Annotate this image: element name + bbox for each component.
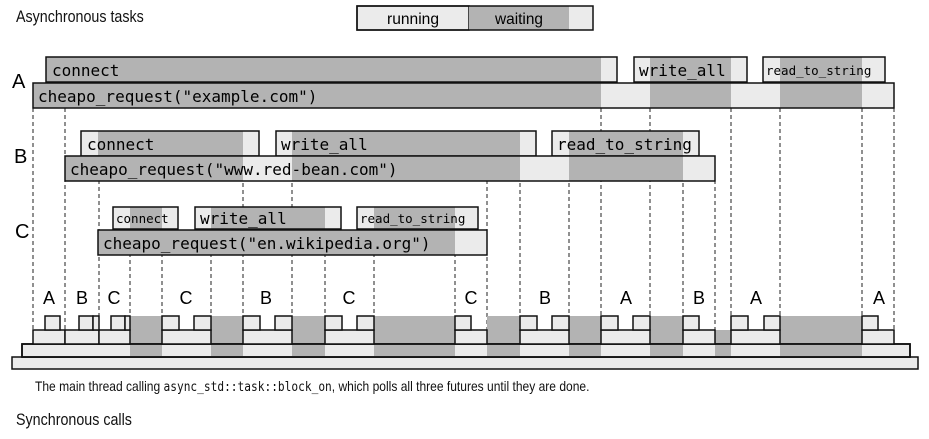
row-a-read-to-string-label: read_to_string: [766, 63, 871, 78]
row-c-request-label: cheapo_request("en.wikipedia.org"): [103, 234, 431, 253]
row-c-connect-bar: connect: [112, 206, 179, 230]
row-a-connect-label: connect: [52, 61, 119, 80]
thread-bar-bottom: [11, 356, 919, 370]
caption-text-after: , which polls all three futures until th…: [331, 378, 590, 394]
row-b-connect-label: connect: [87, 135, 154, 154]
row-a-request-label: cheapo_request("example.com"): [38, 87, 317, 106]
poll-label-6: C: [465, 288, 478, 308]
legend-running-label: running: [387, 11, 439, 28]
row-b-connect-bar: connect: [80, 130, 260, 157]
row-a-read-to-string-bar: read_to_string: [762, 56, 886, 83]
row-c-write-all-label: write_all: [200, 209, 287, 228]
row-c-read-to-string-label: read_to_string: [360, 211, 465, 226]
row-b-label: B: [14, 146, 27, 168]
legend-running-tail: [569, 6, 593, 30]
poll-label-8: A: [620, 288, 632, 308]
thread-waiting-gaps: [130, 316, 862, 344]
row-b-write-all-bar: write_all: [275, 130, 537, 157]
poll-label-11: A: [873, 288, 885, 308]
main-thread-stack: [11, 315, 919, 370]
row-b-request-bar: cheapo_request("www.red-bean.com"): [64, 155, 716, 182]
poll-label-10: A: [750, 288, 762, 308]
row-a-connect-bar: connect: [45, 56, 618, 83]
row-a-write-all-bar: write_all: [633, 56, 748, 83]
caption-code: async_std::task::block_on: [163, 380, 332, 395]
legend-waiting-swatch: [469, 6, 569, 30]
row-c-label: C: [15, 221, 29, 243]
thread-poll-segments: [32, 329, 895, 345]
legend-border: [356, 5, 594, 31]
row-b-request-label: cheapo_request("www.red-bean.com"): [70, 160, 398, 179]
poll-label-9: B: [693, 288, 705, 308]
caption-text-before: The main thread calling: [35, 378, 164, 394]
poll-label-2: C: [108, 288, 121, 308]
poll-label-4: B: [260, 288, 272, 308]
row-a: A connect write_all read_to_string: [12, 56, 895, 109]
row-a-request-bar: cheapo_request("example.com"): [32, 82, 895, 109]
caption: The main thread calling async_std::task:…: [35, 378, 589, 395]
row-c-write-all-bar: write_all: [194, 206, 342, 230]
row-b-read-to-string-bar: read_to_string: [551, 130, 700, 157]
thread-small-boxes: [44, 315, 879, 331]
row-a-write-all-label: write_all: [639, 61, 726, 80]
poll-label-1: B: [76, 288, 88, 308]
row-c-read-to-string-bar: read_to_string: [356, 206, 479, 230]
poll-label-7: B: [539, 288, 551, 308]
legend: running waiting: [356, 5, 594, 31]
row-c-connect-label: connect: [116, 211, 169, 226]
row-c-request-bar: cheapo_request("en.wikipedia.org"): [97, 229, 488, 256]
poll-label-3: C: [180, 288, 193, 308]
row-b-write-all-label: write_all: [281, 135, 368, 154]
poll-label-0: A: [43, 288, 55, 308]
row-c: C connect write_all read_to_string c: [15, 206, 488, 256]
section-title-sync: Synchronous calls: [16, 410, 132, 429]
row-b-read-to-string-label: read_to_string: [557, 135, 692, 154]
section-title-async: Asynchronous tasks: [16, 7, 144, 26]
row-a-label: A: [12, 71, 26, 93]
row-b: B connect write_all read_to_string: [14, 130, 716, 182]
poll-label-5: C: [343, 288, 356, 308]
legend-waiting-label: waiting: [494, 11, 543, 28]
